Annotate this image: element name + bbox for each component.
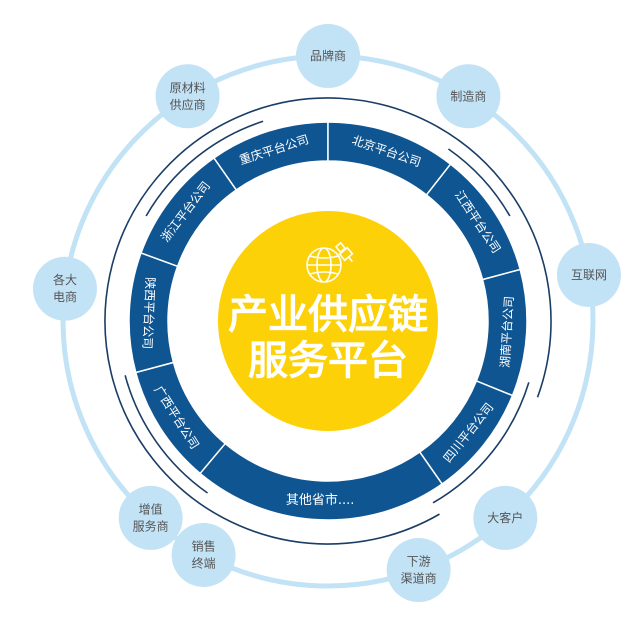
partner-label: 互联网 xyxy=(571,268,607,282)
partner-label: 品牌商 xyxy=(310,48,346,63)
partner-label: 大客户 xyxy=(487,510,523,525)
outer-thin-arc xyxy=(104,97,552,545)
partner-bubble: 品牌商 xyxy=(296,24,360,88)
center-circle xyxy=(218,211,438,431)
partner-label: 终端 xyxy=(192,555,216,570)
platform-segment: 湖南平台公司 xyxy=(475,268,528,397)
center-title-line1: 产业供应链 xyxy=(228,292,428,338)
segment-label: 其他省市.... xyxy=(286,492,355,508)
platform-segment: 浙江平台公司 xyxy=(140,156,238,268)
partner-bubble: 制造商 xyxy=(436,64,501,129)
platform-segment: 重庆平台公司 xyxy=(212,121,329,191)
globe-satellite-icon xyxy=(306,241,354,283)
platform-segment: 四川平台公司 xyxy=(418,379,514,486)
partner-label: 各大 xyxy=(53,272,77,287)
partner-label: 下游 xyxy=(407,555,431,569)
platform-segment: 北京平台公司 xyxy=(327,121,452,196)
partner-bubble: 互联网 xyxy=(556,242,621,307)
partner-label: 服务商 xyxy=(133,518,169,533)
partner-label: 渠道商 xyxy=(401,571,437,586)
partner-bubble: 大客户 xyxy=(473,485,538,550)
partner-label: 电商 xyxy=(53,289,77,304)
platform-segment: 其他省市.... xyxy=(199,442,444,521)
inner-thin-arc xyxy=(432,382,530,504)
segment-label: 陕西平台公司 xyxy=(140,277,158,350)
segment-label: 湖南平台公司 xyxy=(497,296,516,369)
platform-segment: 陕西平台公司 xyxy=(128,251,179,374)
partner-label: 增值 xyxy=(139,501,163,516)
partner-label: 供应商 xyxy=(170,97,206,112)
platform-segment: 江西平台公司 xyxy=(425,163,522,281)
inner-thin-arc xyxy=(145,120,264,217)
center-title-line2: 服务平台 xyxy=(248,338,408,384)
partner-label: 原材料 xyxy=(170,81,206,95)
inner-thin-arc xyxy=(124,375,209,494)
platform-segment: 广西平台公司 xyxy=(134,361,227,475)
inner-thin-arc xyxy=(447,148,511,217)
partner-label: 制造商 xyxy=(450,88,486,103)
partner-label: 销售 xyxy=(192,538,216,553)
